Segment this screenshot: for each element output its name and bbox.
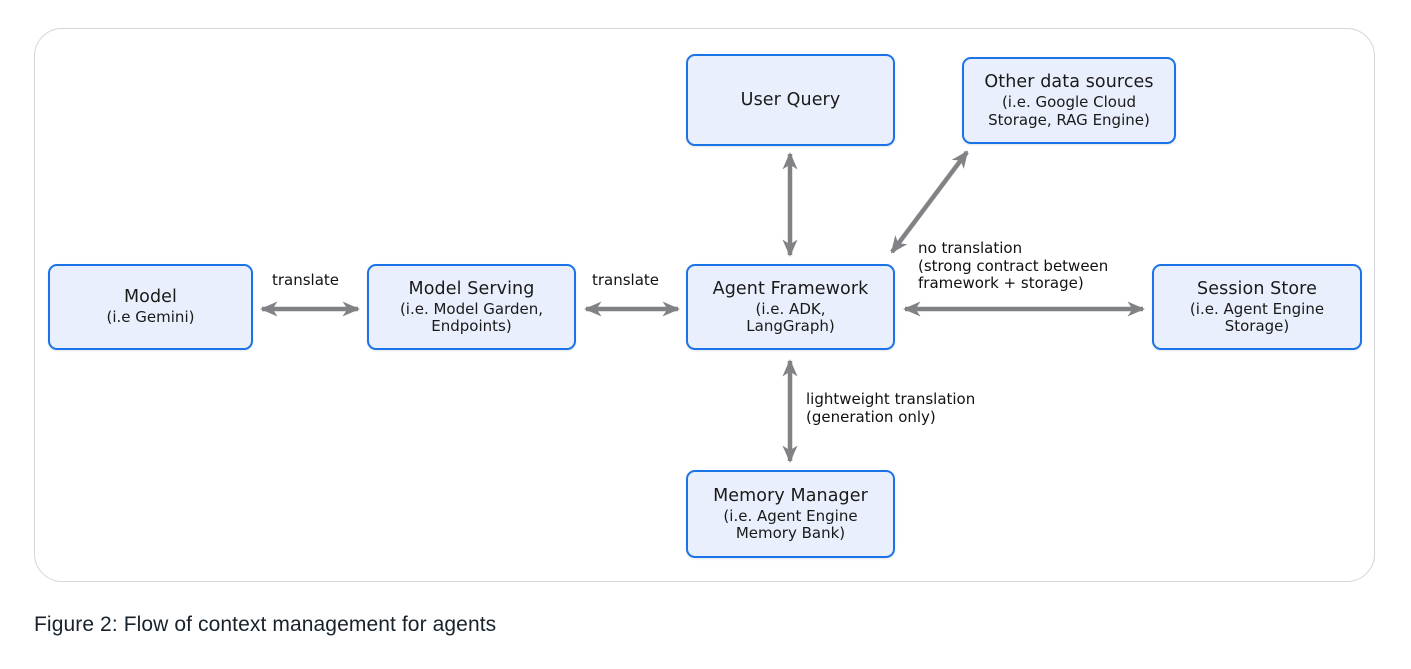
- node-user-query-title: User Query: [740, 89, 841, 110]
- node-agent-framework-subtitle: (i.e. ADK, LangGraph): [746, 299, 835, 335]
- node-model[interactable]: Model (i.e Gemini): [48, 264, 253, 350]
- node-session-store-subtitle: (i.e. Agent Engine Storage): [1189, 299, 1325, 335]
- node-model-title: Model: [123, 287, 178, 308]
- node-other-data-sources-title: Other data sources: [984, 72, 1154, 93]
- node-model-subtitle: (i.e Gemini): [106, 308, 195, 327]
- node-agent-framework-title: Agent Framework: [712, 278, 869, 299]
- node-session-store-title: Session Store: [1197, 278, 1317, 299]
- node-model-serving[interactable]: Model Serving (i.e. Model Garden, Endpoi…: [367, 264, 576, 350]
- edge-label-no-translation: no translation (strong contract between …: [918, 239, 1109, 293]
- node-other-data-sources-subtitle: (i.e. Google Cloud Storage, RAG Engine): [988, 93, 1150, 129]
- node-memory-manager-title: Memory Manager: [713, 485, 868, 506]
- node-session-store[interactable]: Session Store (i.e. Agent Engine Storage…: [1152, 264, 1362, 350]
- node-memory-manager[interactable]: Memory Manager (i.e. Agent Engine Memory…: [686, 470, 895, 558]
- node-memory-manager-subtitle: (i.e. Agent Engine Memory Bank): [723, 506, 858, 542]
- node-user-query[interactable]: User Query: [686, 54, 895, 146]
- figure-caption: Figure 2: Flow of context management for…: [34, 613, 497, 636]
- edge-label-translate-model-serving-to-agent-framework: translate: [592, 271, 660, 289]
- node-other-data-sources[interactable]: Other data sources (i.e. Google Cloud St…: [962, 57, 1176, 144]
- edge-label-translate-model-to-model-serving: translate: [272, 271, 340, 289]
- node-model-serving-subtitle: (i.e. Model Garden, Endpoints): [399, 299, 544, 335]
- node-agent-framework[interactable]: Agent Framework (i.e. ADK, LangGraph): [686, 264, 895, 350]
- node-model-serving-title: Model Serving: [408, 278, 535, 299]
- edge-label-lightweight-translation: lightweight translation (generation only…: [806, 390, 976, 426]
